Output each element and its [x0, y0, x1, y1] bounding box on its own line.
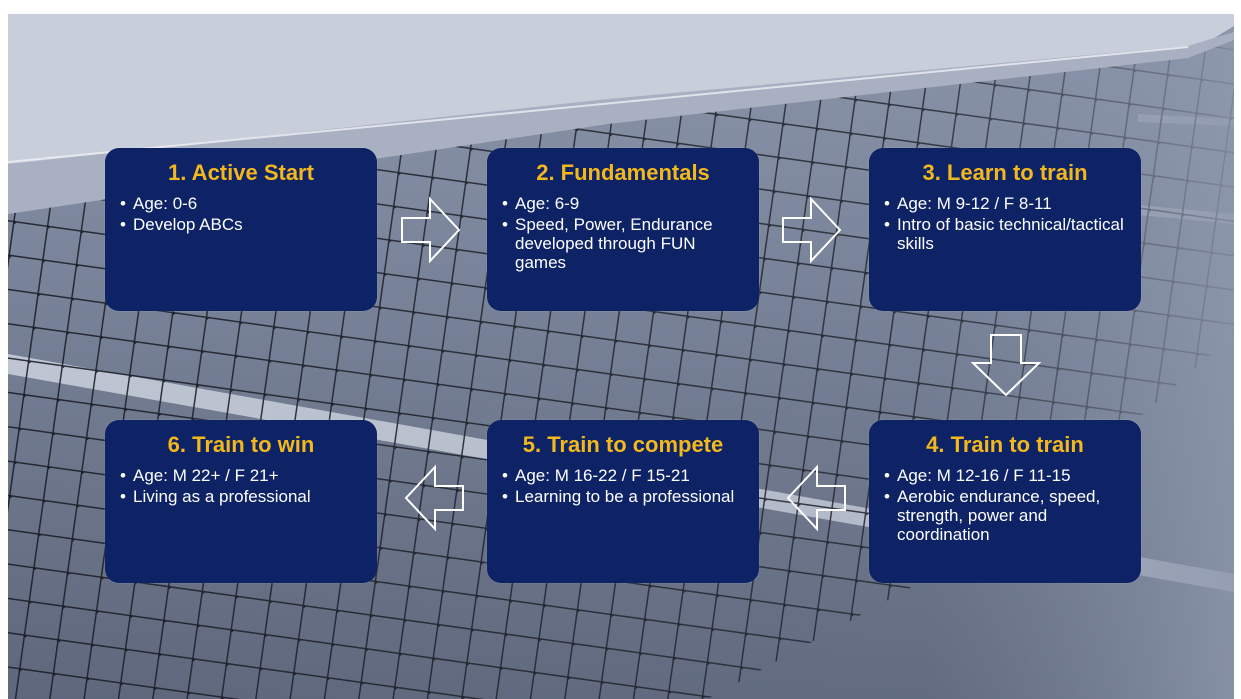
stage-bullets: Age: 6-9 Speed, Power, Endurance develop… — [501, 194, 745, 272]
stage-card-1: 1. Active Start Age: 0-6 Develop ABCs — [105, 148, 377, 311]
arrow-right-icon — [782, 196, 842, 264]
stage-card-5: 5. Train to compete Age: M 16-22 / F 15-… — [487, 420, 759, 583]
stage-title: 6. Train to win — [167, 432, 315, 457]
stage-title: 5. Train to compete — [522, 432, 724, 457]
stage-card-4: 4. Train to train Age: M 12-16 / F 11-15… — [869, 420, 1141, 583]
stage-bullet: Age: M 22+ / F 21+ — [119, 466, 363, 485]
stage-bullet: Age: 6-9 — [501, 194, 745, 213]
arrow-right-icon — [401, 196, 461, 264]
stage-bullets: Age: M 22+ / F 21+ Living as a professio… — [119, 466, 363, 506]
stage-bullet: Intro of basic technical/tactical skills — [883, 215, 1127, 253]
stage-bullet: Age: 0-6 — [119, 194, 363, 213]
stage-bullet: Age: M 9-12 / F 8-11 — [883, 194, 1127, 213]
stage-title: 1. Active Start — [168, 160, 314, 185]
stage-bullet: Speed, Power, Endurance developed throug… — [501, 215, 745, 272]
stage-card-6: 6. Train to win Age: M 22+ / F 21+ Livin… — [105, 420, 377, 583]
tennis-net-background-image — [8, 14, 1234, 699]
stage-card-2: 2. Fundamentals Age: 6-9 Speed, Power, E… — [487, 148, 759, 311]
stage-bullet: Age: M 16-22 / F 15-21 — [501, 466, 745, 485]
stage-title: 4. Train to train — [926, 432, 1084, 457]
stage-bullet: Aerobic endurance, speed, strength, powe… — [883, 487, 1127, 544]
net-illustration — [8, 14, 1234, 699]
arrow-left-icon — [786, 464, 846, 532]
stage-card-3: 3. Learn to train Age: M 9-12 / F 8-11 I… — [869, 148, 1141, 311]
stage-bullet: Learning to be a professional — [501, 487, 745, 506]
stage-bullets: Age: M 9-12 / F 8-11 Intro of basic tech… — [883, 194, 1127, 253]
stage-bullet: Age: M 12-16 / F 11-15 — [883, 466, 1127, 485]
stage-bullet: Living as a professional — [119, 487, 363, 506]
stage-bullets: Age: M 16-22 / F 15-21 Learning to be a … — [501, 466, 745, 506]
stage-bullets: Age: 0-6 Develop ABCs — [119, 194, 363, 234]
stage-bullet: Develop ABCs — [119, 215, 363, 234]
stage-title: 2. Fundamentals — [536, 160, 710, 185]
stage-bullets: Age: M 12-16 / F 11-15 Aerobic endurance… — [883, 466, 1127, 544]
stage-title: 3. Learn to train — [922, 160, 1088, 185]
arrow-down-icon — [971, 334, 1041, 397]
arrow-left-icon — [404, 464, 464, 532]
